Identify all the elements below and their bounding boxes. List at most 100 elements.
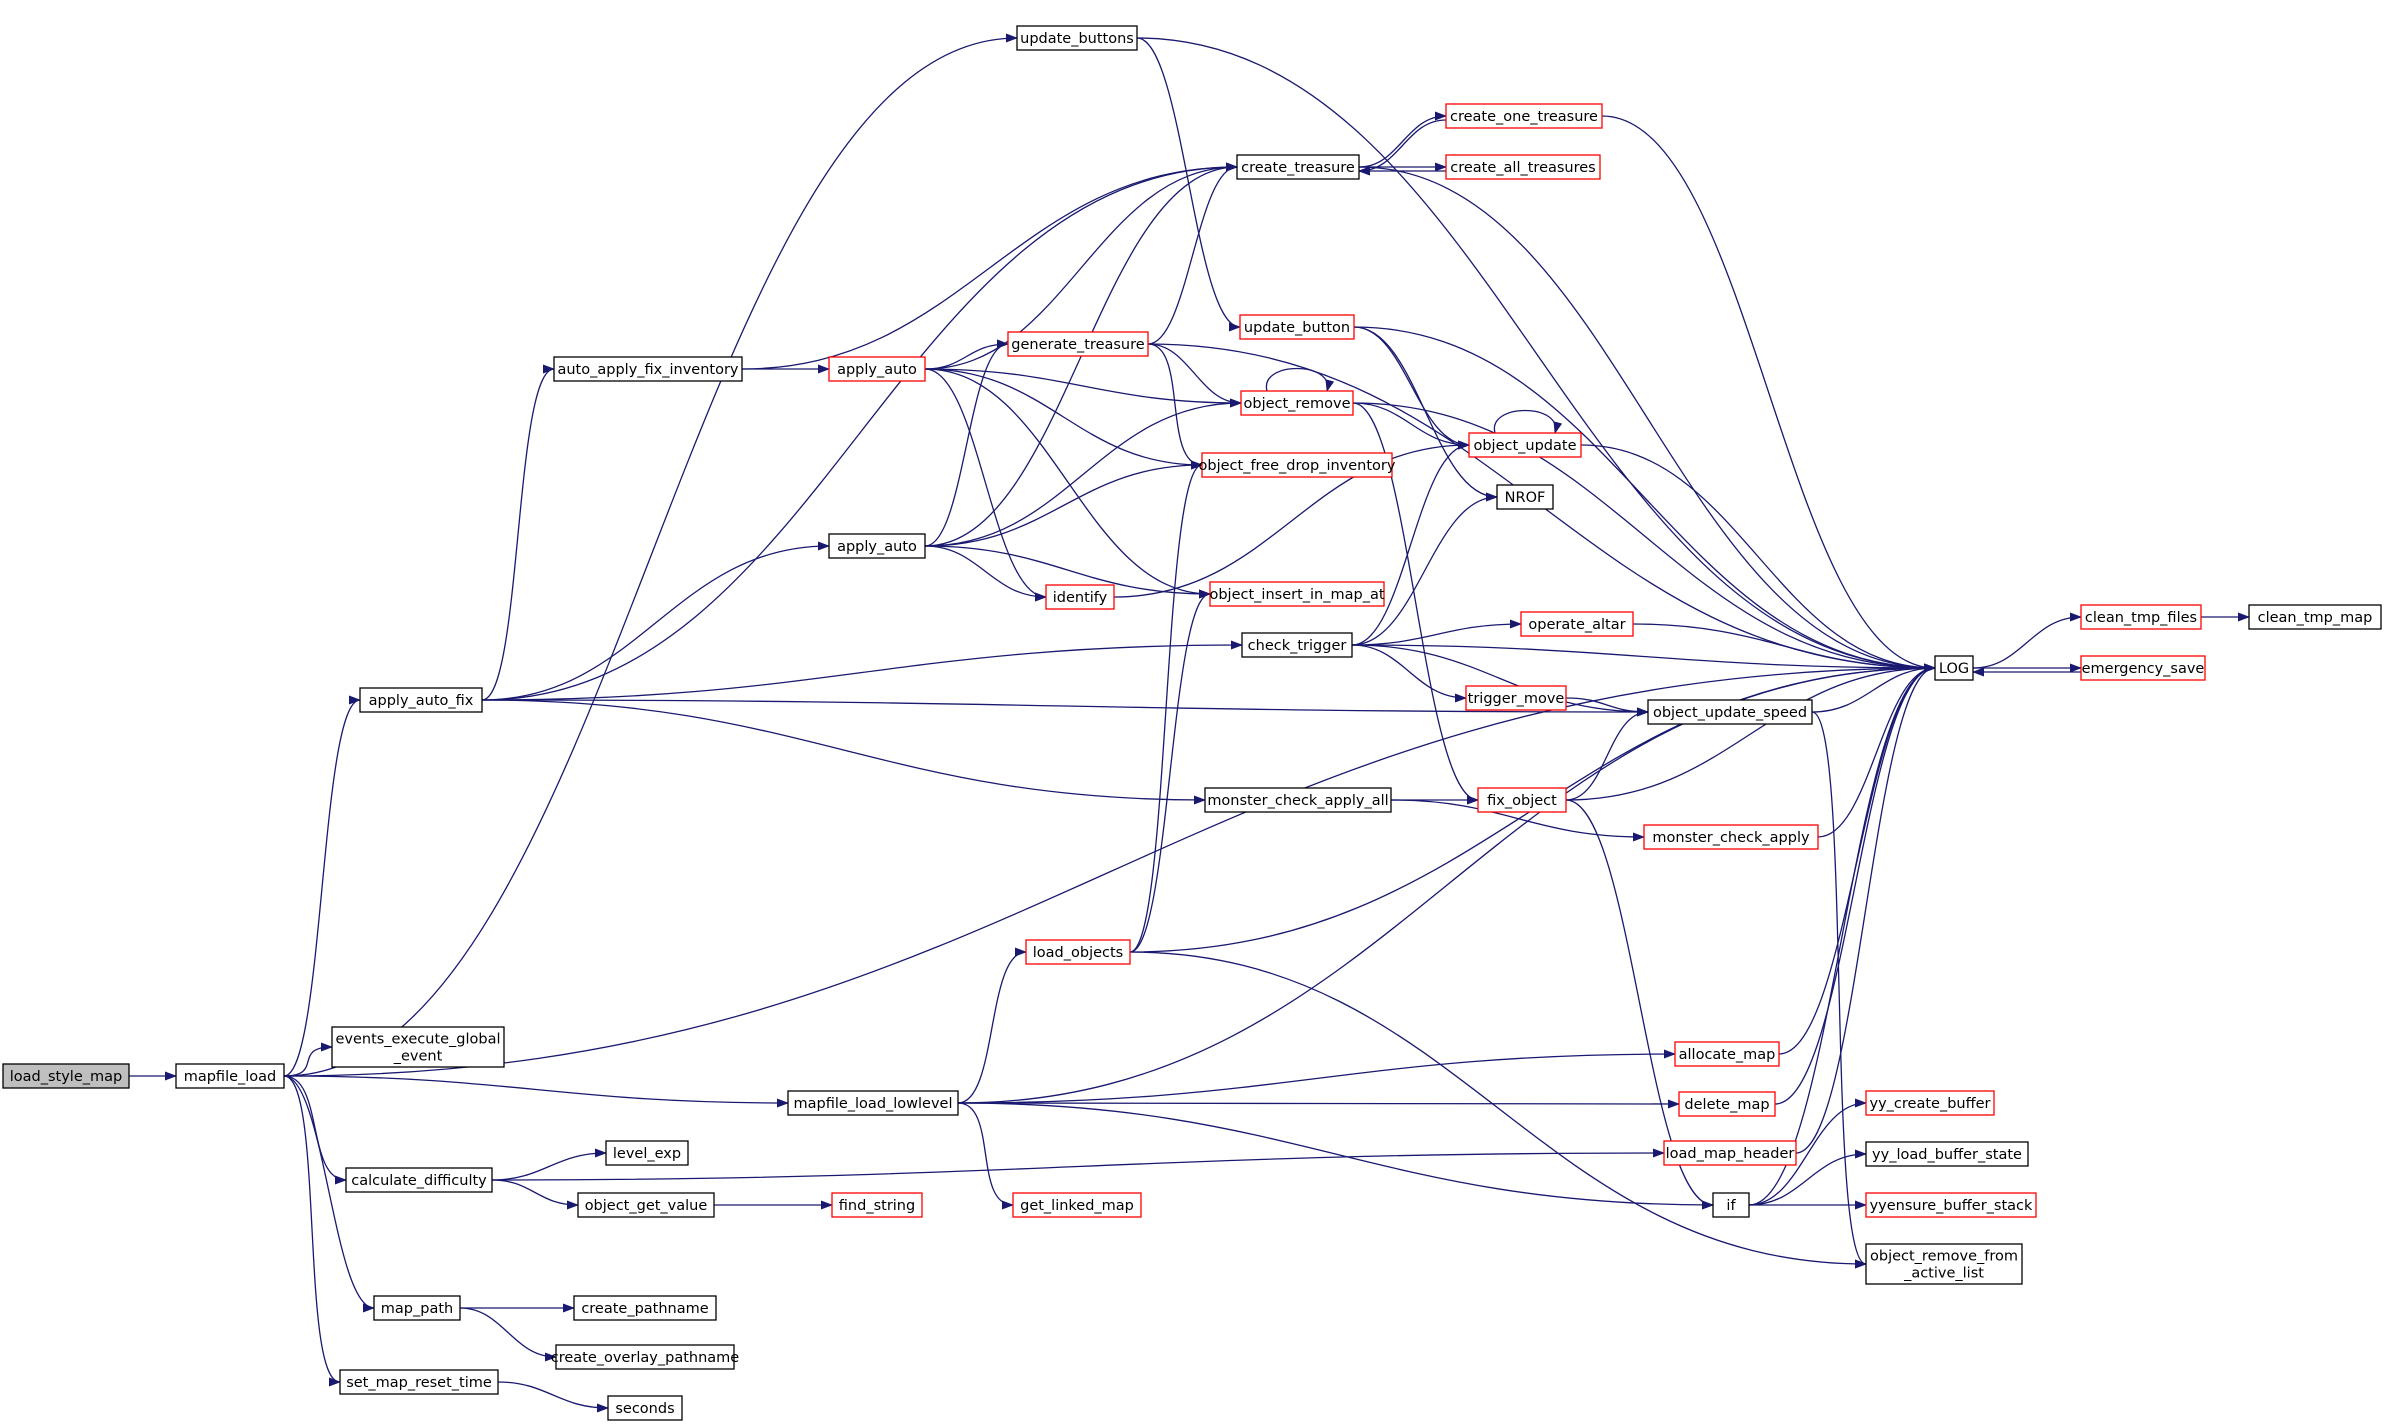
- node-box: [331, 1026, 505, 1068]
- node-yy-load-buffer-state[interactable]: yy_load_buffer_state: [1865, 1141, 2029, 1167]
- edge-load_map_header-to-LOG: [1795, 663, 1936, 1154]
- node-level-exp[interactable]: level_exp: [605, 1140, 689, 1166]
- node-box: [1045, 584, 1115, 610]
- node-generate-treasure[interactable]: generate_treasure: [1007, 331, 1149, 357]
- node-label: find_string: [839, 1198, 915, 1214]
- edge-mapfile_load_lowlevel-to-LOG: [957, 663, 1936, 1104]
- node-LOG[interactable]: LOG: [1934, 655, 1974, 681]
- node-apply-auto-1[interactable]: apply_auto: [828, 356, 926, 382]
- edge-object_remove-to-LOG: [1352, 402, 1936, 673]
- node-allocate-map[interactable]: allocate_map: [1674, 1041, 1780, 1067]
- node-box: [787, 1090, 959, 1116]
- node-object-free-drop-inventory[interactable]: object_free_drop_inventory: [1199, 452, 1396, 478]
- node-box: [828, 356, 926, 382]
- node-auto-apply-fix-inventory[interactable]: auto_apply_fix_inventory: [553, 356, 743, 382]
- node-apply-auto-fix[interactable]: apply_auto_fix: [359, 687, 483, 713]
- node-box: [1520, 611, 1634, 637]
- node-box: [1647, 699, 1813, 725]
- node-label: clean_tmp_map: [2258, 610, 2373, 626]
- node-calculate-difficulty[interactable]: calculate_difficulty: [345, 1167, 493, 1193]
- node-label: apply_auto: [837, 539, 917, 555]
- node-delete-map[interactable]: delete_map: [1678, 1091, 1776, 1117]
- edge-apply_auto_2-to-object_remove: [924, 398, 1242, 547]
- node-identify[interactable]: identify: [1045, 584, 1115, 610]
- node-check-trigger[interactable]: check_trigger: [1241, 632, 1353, 658]
- node-object-get-value[interactable]: object_get_value: [577, 1192, 715, 1218]
- node-box: [555, 1344, 735, 1370]
- node-mapfile-load[interactable]: mapfile_load: [175, 1063, 285, 1089]
- node-create-overlay-pathname[interactable]: create_overlay_pathname: [551, 1344, 740, 1370]
- edge-object_update-to-LOG: [1580, 444, 1936, 673]
- node-label: get_linked_map: [1020, 1198, 1134, 1214]
- edge-if-to-LOG: [1748, 663, 1936, 1206]
- node-find-string[interactable]: find_string: [831, 1192, 923, 1218]
- node-if[interactable]: if: [1712, 1192, 1750, 1218]
- node-load-style-map: load_style_map: [2, 1063, 130, 1089]
- edge-apply_auto_1-to-object_free_drop_inventory: [924, 368, 1203, 470]
- node-box: [1496, 484, 1554, 510]
- node-trigger-move[interactable]: trigger_move: [1465, 685, 1567, 711]
- node-monster-check-apply[interactable]: monster_check_apply: [1643, 824, 1819, 850]
- node-label: monster_check_apply_all: [1207, 793, 1388, 809]
- node-box: [1209, 581, 1385, 607]
- node-label: set_map_reset_time: [346, 1375, 492, 1391]
- node-object-remove-from-active-list[interactable]: object_remove_from_active_list: [1865, 1243, 2023, 1285]
- edge-calculate_difficulty-to-load_map_header: [491, 1148, 1665, 1181]
- node-update-buttons[interactable]: update_buttons: [1016, 25, 1138, 51]
- node-load-objects[interactable]: load_objects: [1025, 939, 1131, 965]
- edge-mapfile_load-to-apply_auto_fix: [283, 695, 361, 1077]
- node-object-update[interactable]: object_update: [1468, 432, 1582, 458]
- node-fix-object[interactable]: fix_object: [1477, 787, 1567, 813]
- node-box: [1643, 824, 1819, 850]
- node-box: [1025, 939, 1131, 965]
- node-operate-altar[interactable]: operate_altar: [1520, 611, 1634, 637]
- node-label: monster_check_apply: [1652, 830, 1810, 846]
- node-label: yy_load_buffer_state: [1872, 1147, 2022, 1163]
- edge-create_treasure-to-create_one_treasure: [1358, 111, 1447, 168]
- node-label: update_buttons: [1020, 31, 1134, 47]
- edge-check_trigger-to-trigger_move: [1351, 644, 1467, 703]
- node-NROF[interactable]: NROF: [1496, 484, 1554, 510]
- node-box: [1468, 432, 1582, 458]
- node-monster-check-apply-all[interactable]: monster_check_apply_all: [1204, 787, 1392, 813]
- node-create-treasure[interactable]: create_treasure: [1236, 154, 1360, 180]
- node-apply-auto-2[interactable]: apply_auto: [828, 533, 926, 559]
- node-box: [1865, 1192, 2037, 1218]
- node-box: [2080, 604, 2202, 630]
- edge-generate_treasure-to-create_treasure: [1147, 162, 1238, 345]
- node-label: object_remove_from: [1870, 1249, 2018, 1265]
- node-get-linked-map[interactable]: get_linked_map: [1012, 1192, 1142, 1218]
- node-label: LOG: [1939, 661, 1969, 677]
- node-object-update-speed[interactable]: object_update_speed: [1647, 699, 1813, 725]
- node-create-all-treasures[interactable]: create_all_treasures: [1445, 154, 1601, 180]
- node-clean-tmp-map[interactable]: clean_tmp_map: [2248, 604, 2382, 630]
- node-events-execute-global-event[interactable]: events_execute_global_event: [331, 1026, 505, 1068]
- node-mapfile-load-lowlevel[interactable]: mapfile_load_lowlevel: [787, 1090, 959, 1116]
- node-clean-tmp-files[interactable]: clean_tmp_files: [2080, 604, 2202, 630]
- node-label: if: [1726, 1198, 1736, 1214]
- node-box: [605, 1140, 689, 1166]
- node-emergency-save[interactable]: emergency_save: [2080, 655, 2206, 681]
- node-box: [1663, 1140, 1797, 1166]
- edge-load_objects-to-object_free_drop_inventory: [1129, 460, 1203, 953]
- node-map-path[interactable]: map_path: [373, 1295, 461, 1321]
- node-label: create_one_treasure: [1450, 109, 1598, 125]
- node-label: _event: [393, 1049, 443, 1065]
- node-label: mapfile_load_lowlevel: [793, 1096, 952, 1112]
- node-set-map-reset-time[interactable]: set_map_reset_time: [339, 1369, 499, 1395]
- node-object-insert-in-map-at[interactable]: object_insert_in_map_at: [1209, 581, 1385, 607]
- node-create-one-treasure[interactable]: create_one_treasure: [1445, 103, 1603, 129]
- node-label: events_execute_global: [335, 1032, 500, 1048]
- node-box: [2080, 655, 2206, 681]
- node-create-pathname[interactable]: create_pathname: [573, 1295, 717, 1321]
- node-yyensure-buffer-stack[interactable]: yyensure_buffer_stack: [1865, 1192, 2037, 1218]
- node-object-remove[interactable]: object_remove: [1240, 390, 1354, 416]
- edge-mapfile_load_lowlevel-to-get_linked_map: [957, 1102, 1014, 1210]
- edge-object_remove-to-object_update: [1352, 402, 1470, 450]
- node-update-button[interactable]: update_button: [1239, 314, 1355, 340]
- node-seconds[interactable]: seconds: [607, 1395, 683, 1421]
- edge-mapfile_load_lowlevel-to-allocate_map: [957, 1049, 1676, 1104]
- node-yy-create-buffer[interactable]: yy_create_buffer: [1865, 1090, 1995, 1116]
- edge-create_treasure-to-LOG: [1358, 166, 1936, 673]
- node-load-map-header[interactable]: load_map_header: [1663, 1140, 1797, 1166]
